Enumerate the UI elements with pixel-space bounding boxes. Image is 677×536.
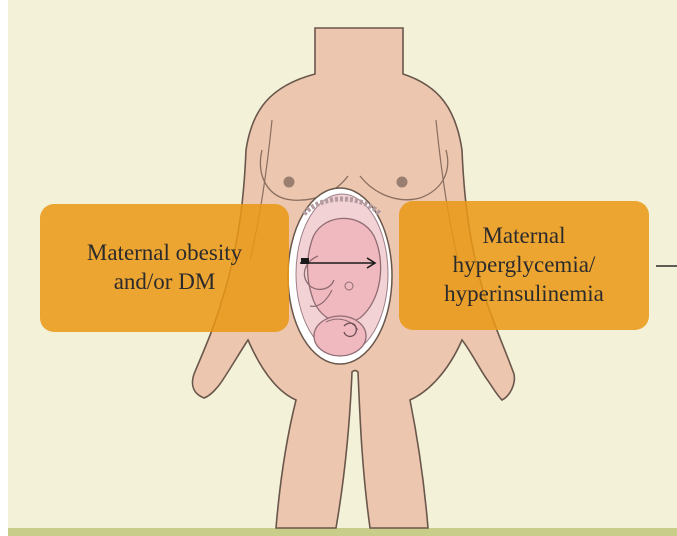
maternal-obesity-label-line-2: and/or DM: [87, 268, 242, 297]
hyperglycemia-label-line-1: Maternal: [444, 222, 604, 251]
maternal-obesity-box: Maternal obesity and/or DM: [40, 204, 289, 332]
fetus-in-utero-illustration: [288, 188, 392, 364]
maternal-hyperglycemia-box: Maternal hyperglycemia/ hyperinsulinemia: [399, 201, 649, 330]
hyperglycemia-label-line-2: hyperglycemia/: [444, 251, 604, 280]
nipple-left: [284, 177, 295, 188]
hyperglycemia-label-line-3: hyperinsulinemia: [444, 280, 604, 309]
maternal-obesity-label-line-1: Maternal obesity: [87, 239, 242, 268]
nipple-right: [397, 177, 408, 188]
